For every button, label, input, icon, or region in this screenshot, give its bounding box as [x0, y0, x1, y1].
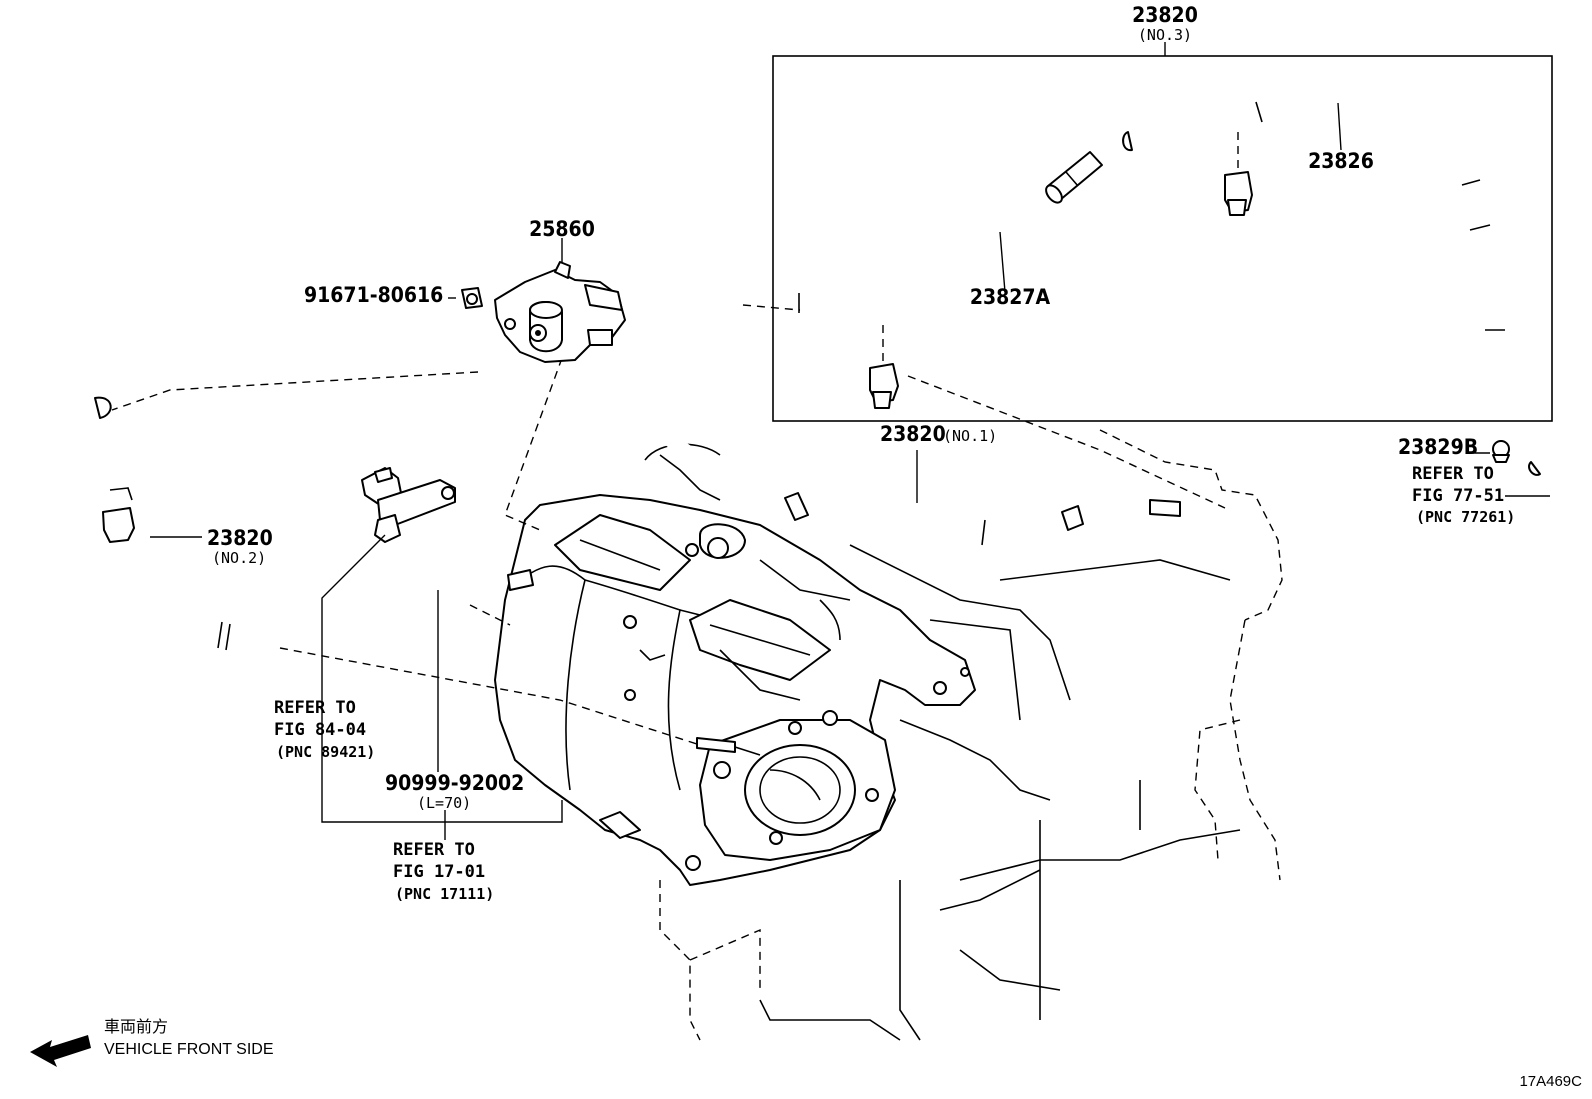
hose-23827a-number: 23827A: [970, 285, 1051, 309]
hose-90999-number: 90999-92002: [385, 771, 524, 795]
hose-no1-note: (NO.1): [943, 427, 997, 445]
hose-no1-number: 23820: [880, 422, 946, 446]
clamp-23829b-number: 23829B: [1398, 435, 1478, 459]
arrow-left-icon: [30, 1035, 91, 1067]
hose-no3-note: (NO.3): [1138, 26, 1192, 44]
ref-fig-84-04-line2: FIG 84-04: [274, 720, 366, 740]
bolt-number: 91671-80616: [304, 283, 443, 307]
vehicle-front-japanese: 車両前方: [104, 1018, 168, 1036]
hose-clip-lower: [869, 325, 899, 409]
hose-no1: [640, 343, 1183, 546]
pressure-sensor: [361, 467, 456, 543]
diagram-code: 17A469C: [1519, 1073, 1582, 1090]
vehicle-front-label: VEHICLE FRONT SIDE: [104, 1041, 274, 1058]
ref-fig-17-01-pnc: (PNC 17111): [395, 885, 494, 903]
ref-fig-17-01-line1: REFER TO: [393, 840, 475, 860]
hose-no2: [52, 396, 283, 651]
engine-block-outline: [644, 429, 1283, 1041]
hose-no2-note: (NO.2): [212, 549, 266, 567]
hose-no3-box: [772, 55, 1553, 422]
ref-fig-77-51-pnc: (PNC 77261): [1416, 508, 1515, 526]
hose-23826-number: 23826: [1308, 149, 1374, 173]
hose-no3-number: 23820: [1132, 3, 1198, 27]
ref-fig-84-04-line1: REFER TO: [274, 698, 356, 718]
hose-90999-note: (L=70): [417, 794, 471, 812]
hose-fig-77-51: [1528, 461, 1587, 512]
ref-fig-17-01-line2: FIG 17-01: [393, 862, 485, 882]
ref-fig-84-04-pnc: (PNC 89421): [276, 743, 375, 761]
clamp-23829b: [1470, 440, 1510, 463]
bolt-91671-80616: [448, 287, 483, 309]
vacuum-switching-valve-25860: [494, 261, 626, 363]
hose-90999-92002: [415, 551, 465, 605]
hose-connector-pipe: [1045, 151, 1103, 204]
ref-fig-77-51-line2: FIG 77-51: [1412, 486, 1504, 506]
hose-23826: [1121, 81, 1505, 394]
ref-fig-77-51-line1: REFER TO: [1412, 464, 1494, 484]
hose-no2-number: 23820: [207, 526, 273, 550]
intake-manifold: [494, 494, 976, 886]
hose-clip-upper: [1224, 132, 1253, 216]
valve-25860-number: 25860: [529, 217, 595, 241]
